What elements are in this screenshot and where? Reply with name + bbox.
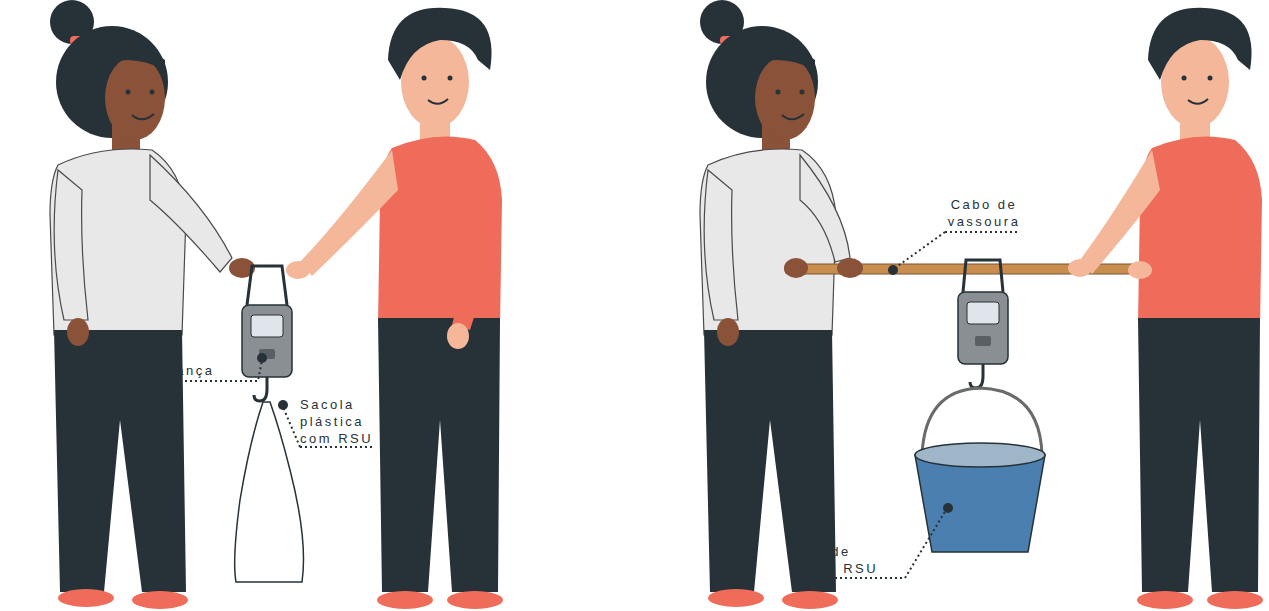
callout-label: Sacola plástica com RSU	[300, 396, 392, 447]
callout-label: Balança	[150, 362, 270, 379]
callout-label: Cabo de vassoura	[938, 196, 1030, 230]
callout-label: Balde com RSU	[805, 543, 883, 577]
